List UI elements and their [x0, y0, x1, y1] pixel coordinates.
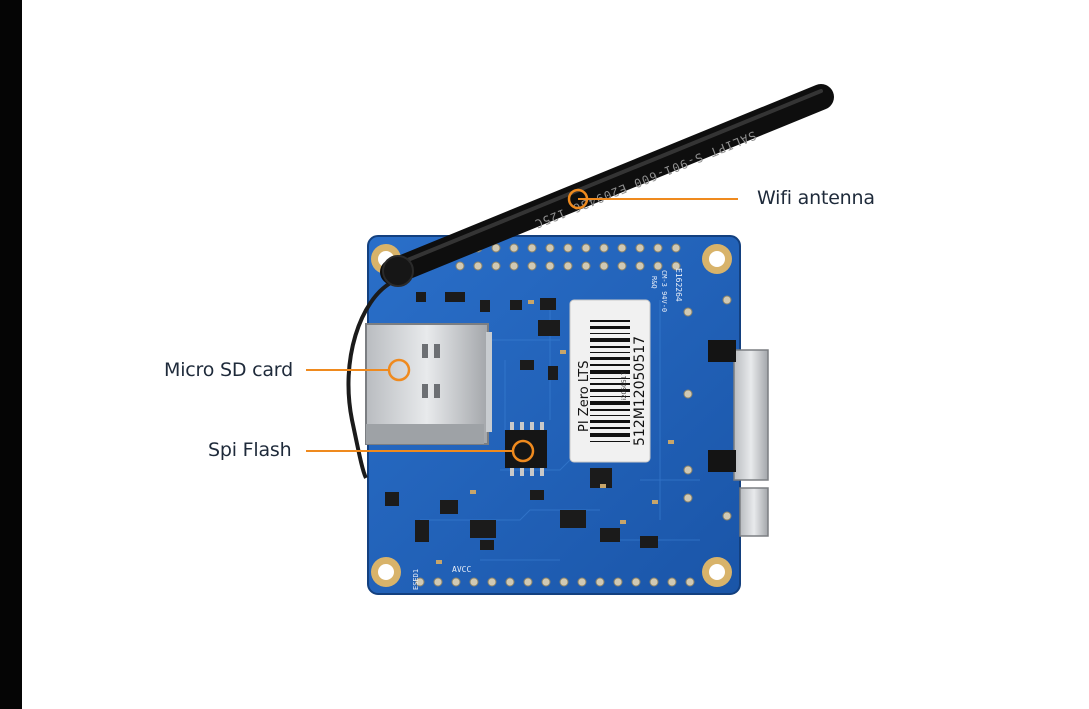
left-edge-bar: [0, 0, 22, 709]
callout-wifi-antenna: [567, 188, 738, 210]
pins-right: [683, 295, 732, 521]
silk-code3: R&Q: [650, 276, 658, 289]
mounting-holes: [371, 244, 732, 587]
silk-code2: CM-3 94V-0: [660, 270, 668, 312]
spi-flash-label: Spi Flash: [208, 439, 292, 461]
gpio-header-top: [455, 243, 681, 271]
spi-flash-chip: [505, 422, 547, 476]
micro-sd-card-label: Micro SD card: [164, 359, 293, 381]
callout-wifi-marker: [567, 188, 589, 210]
wifi-antenna-label: Wifi antenna: [757, 187, 875, 209]
board-small-text: i2050517: [621, 371, 628, 400]
callout-spi-flash: [306, 439, 535, 463]
antenna-cable: [346, 280, 394, 479]
pins-bottom: [415, 577, 695, 587]
micro-sd-slot: [365, 323, 492, 445]
side-connector: [708, 340, 769, 537]
callout-spi-marker: [511, 439, 535, 463]
board-serial-text: 512M12050517: [632, 336, 648, 446]
antenna-print-text: SALIPT S-901-600 E209436 125C: [532, 128, 758, 231]
silkscreen-text: E162264 CM-3 94V-0 R&Q AVCC ESED1: [412, 268, 683, 590]
board-model-text: PI Zero LTS: [577, 361, 592, 433]
callout-micro-sd: [306, 358, 411, 382]
silk-bottom-left: AVCC: [452, 565, 471, 574]
smd-components: [385, 292, 658, 550]
barcode-label: PI Zero LTS 512M12050517 i2050517: [569, 299, 651, 463]
callout-sd-marker: [387, 358, 411, 382]
silk-side-left: ESED1: [412, 569, 420, 590]
silk-top-code: E162264: [674, 268, 683, 302]
